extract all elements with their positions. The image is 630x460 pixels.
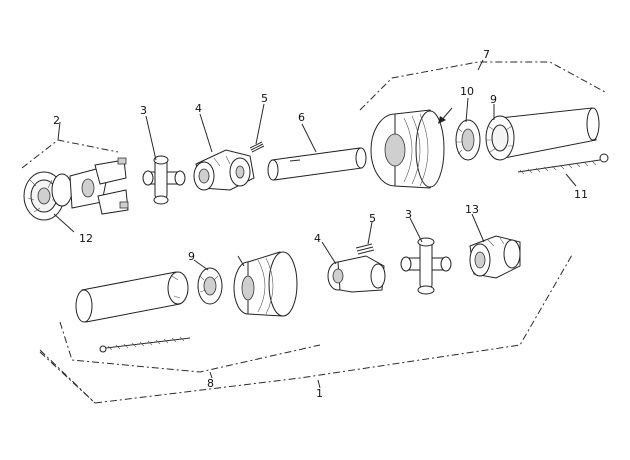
part-guard-cone-bottom [233,251,298,317]
label-4a: 4 [195,102,202,115]
part-11-chain-top [517,153,609,187]
part-13-yoke [469,235,521,279]
part-9-bearing-bottom [197,267,223,305]
label-8: 8 [207,377,214,390]
label-7: 7 [483,48,490,61]
label-9a: 9 [490,93,497,106]
part-10-bearing-ring [455,119,481,161]
label-2: 2 [53,114,60,127]
part-8-guard-tube-bottom [75,271,189,323]
part-3-cross-top [142,155,186,205]
label-11: 11 [574,188,588,201]
label-9b: 9 [188,250,195,263]
label-5b: 5 [369,212,376,225]
part-3-cross-bottom [400,237,452,295]
part-9-guard-tube-top [485,107,600,161]
bracket-1-left [39,349,96,404]
label-3a: 3 [140,104,147,117]
label-6: 6 [298,111,305,124]
part-chain-bottom [99,336,191,353]
part-5-pin-bottom [355,243,375,255]
part-2-yoke [51,157,129,215]
label-3b: 3 [405,208,412,221]
part-7-guard-cone [370,109,445,189]
label-5a: 5 [261,92,268,105]
arrow-icon [438,107,453,124]
label-4b: 4 [314,232,321,245]
bracket-7 [359,59,606,111]
part-5-pin-top [249,141,265,153]
leader-lines [53,97,495,271]
label-10: 10 [460,85,474,98]
bracket-8 [59,321,321,379]
part-4-yoke-top [193,149,255,191]
label-1: 1 [316,387,323,400]
label-13: 13 [465,203,479,216]
label-12: 12 [79,232,93,245]
part-4-yoke-bottom [327,255,386,293]
part-6-shaft [267,147,367,181]
bracket-2 [21,121,119,169]
